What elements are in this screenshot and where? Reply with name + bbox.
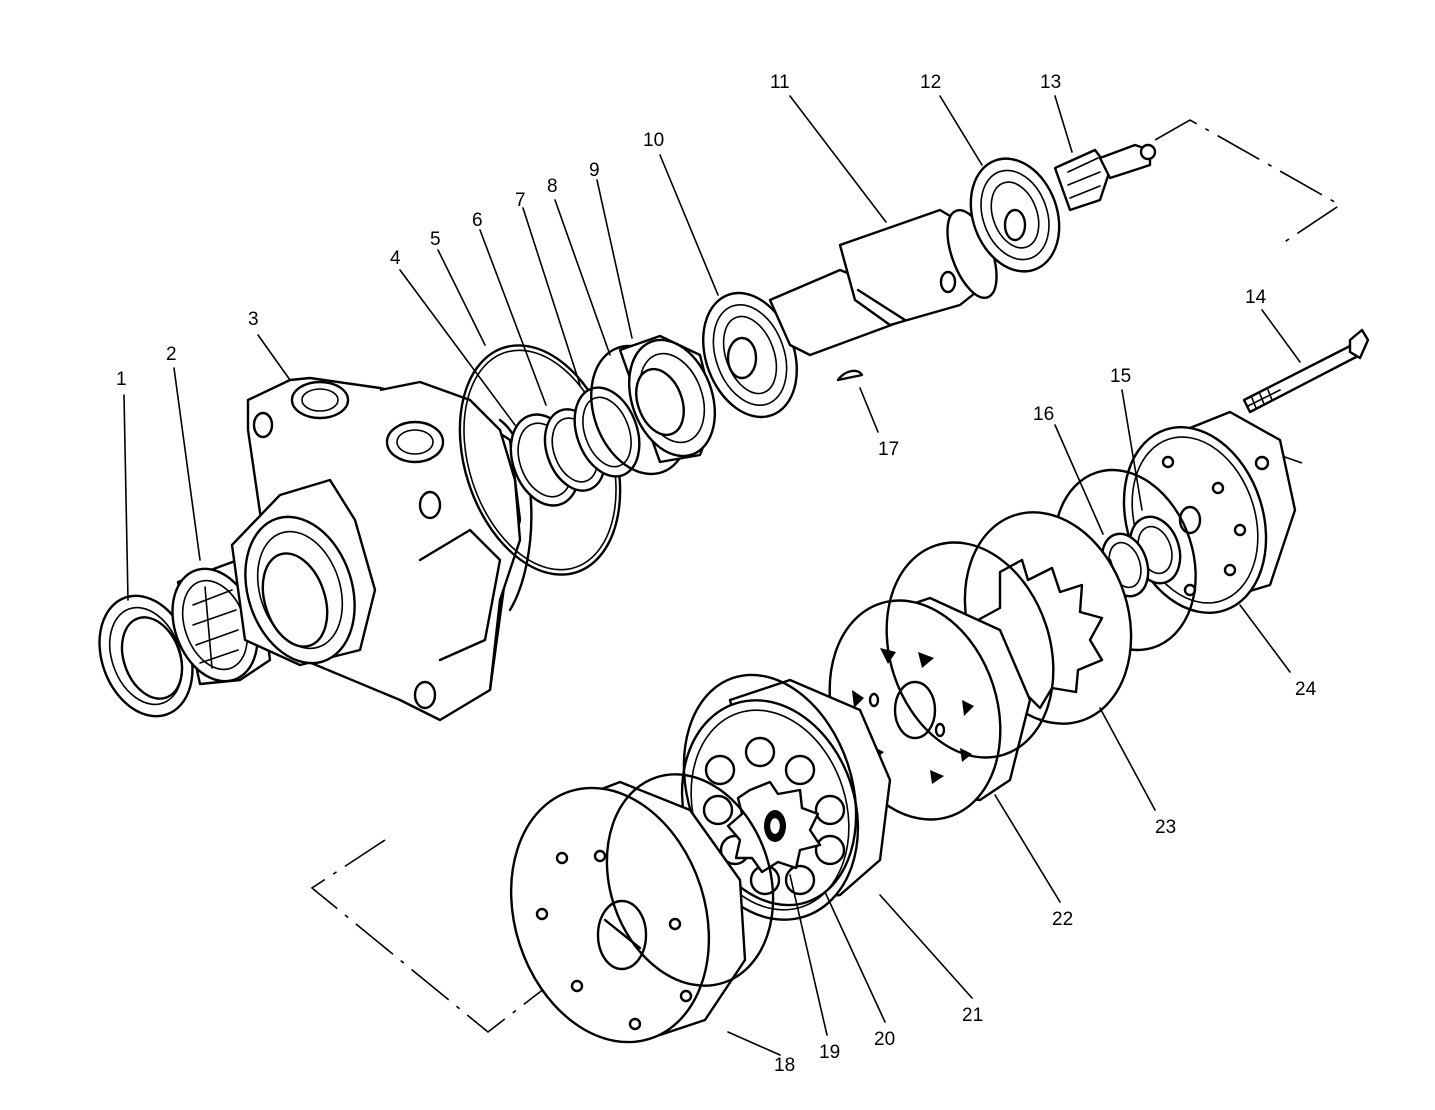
part-10-thrust-bearing: [702, 291, 798, 419]
callout-11: 11: [770, 72, 790, 93]
callout-12: 12: [920, 72, 941, 93]
callout-6: 6: [472, 210, 483, 231]
callout-3: 3: [248, 309, 259, 330]
part-17-key: [836, 369, 864, 382]
callout-2: 2: [166, 344, 177, 365]
o-ring-manifold: [885, 541, 1055, 759]
callout-8: 8: [547, 176, 558, 197]
o-ring-flange: [605, 773, 775, 987]
callout-1: 1: [116, 369, 127, 390]
callout-20: 20: [874, 1029, 895, 1050]
leader-lines: [123, 95, 1301, 1056]
callout-5: 5: [430, 229, 441, 250]
callout-9: 9: [589, 160, 600, 181]
alignment-line-top: [1154, 119, 1342, 246]
callout-16: 16: [1033, 404, 1054, 425]
callout-10: 10: [643, 130, 664, 151]
callout-17: 17: [878, 439, 899, 460]
callout-23: 23: [1155, 817, 1176, 838]
callout-19: 19: [819, 1042, 840, 1063]
part-3-housing: [230, 376, 533, 722]
part-18-flange: [509, 780, 747, 1044]
part-9-seal-carrier: [618, 334, 717, 464]
part-1-seal: [98, 594, 194, 718]
callout-18: 18: [774, 1055, 795, 1076]
callout-7: 7: [515, 190, 526, 211]
callout-labels: 1 2 3 4 5 6 7 8 9 10 11 12 13 14 15 16 1…: [116, 72, 1317, 1076]
part-19-rotor: [726, 780, 822, 874]
part-14-bolt: [1242, 328, 1370, 414]
callout-13: 13: [1040, 72, 1061, 93]
callout-4: 4: [390, 248, 401, 269]
part-12-gear-ring: [969, 157, 1061, 273]
alignment-line-right: [1281, 455, 1303, 464]
callout-24: 24: [1295, 679, 1317, 700]
part-11-drive-shaft: [768, 208, 998, 357]
part-13-pinion-shaft: [1053, 143, 1157, 212]
callout-22: 22: [1052, 909, 1073, 930]
callout-14: 14: [1245, 287, 1267, 308]
callout-21: 21: [962, 1005, 983, 1026]
callout-15: 15: [1110, 366, 1131, 387]
